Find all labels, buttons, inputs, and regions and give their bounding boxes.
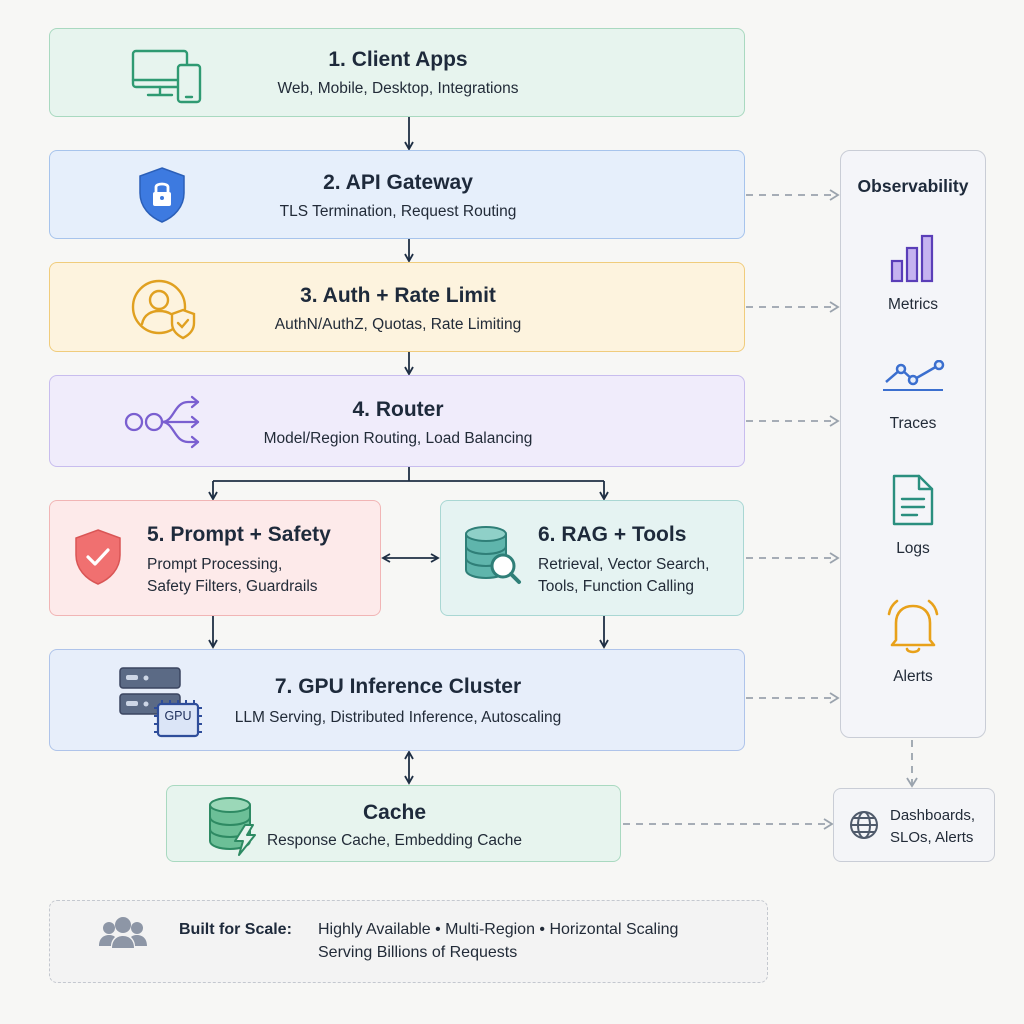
document-icon bbox=[891, 473, 935, 532]
footer-label: Built for Scale: bbox=[179, 921, 292, 938]
users-icon bbox=[98, 914, 148, 959]
cache-box: Cache Response Cache, Embedding Cache bbox=[166, 785, 621, 862]
prompt-safety-subtitle-2: Safety Filters, Guardrails bbox=[147, 578, 318, 595]
api-gateway-title: 2. API Gateway bbox=[323, 171, 473, 194]
arrow-router-split bbox=[213, 467, 604, 482]
shield-check-icon bbox=[72, 528, 124, 591]
client-apps-box: 1. Client Apps Web, Mobile, Desktop, Int… bbox=[49, 28, 745, 117]
prompt-safety-box: 5. Prompt + Safety Prompt Processing, Sa… bbox=[49, 500, 381, 616]
auth-rate-limit-title: 3. Auth + Rate Limit bbox=[300, 284, 496, 307]
rag-tools-subtitle-2: Tools, Function Calling bbox=[538, 578, 694, 595]
prompt-safety-title: 5. Prompt + Safety bbox=[147, 523, 331, 546]
footer-line-2: Serving Billions of Requests bbox=[318, 944, 518, 961]
devices-icon bbox=[130, 47, 204, 110]
bar-chart-icon bbox=[889, 233, 937, 288]
user-shield-icon bbox=[130, 277, 200, 346]
rag-tools-title: 6. RAG + Tools bbox=[538, 523, 687, 546]
gpu-chip-label: GPU bbox=[164, 709, 192, 723]
dashboards-box: Dashboards, SLOs, Alerts bbox=[833, 788, 995, 862]
rag-tools-subtitle-1: Retrieval, Vector Search, bbox=[538, 556, 710, 573]
client-apps-title: 1. Client Apps bbox=[328, 48, 468, 71]
gpu-cluster-title: 7. GPU Inference Cluster bbox=[274, 675, 522, 698]
api-gateway-subtitle: TLS Termination, Request Routing bbox=[279, 203, 517, 220]
dashboards-line-2: SLOs, Alerts bbox=[890, 829, 974, 846]
globe-icon bbox=[848, 809, 880, 846]
database-bolt-icon bbox=[207, 795, 265, 862]
router-subtitle: Model/Region Routing, Load Balancing bbox=[263, 430, 533, 447]
api-gateway-box: 2. API Gateway TLS Termination, Request … bbox=[49, 150, 745, 239]
prompt-safety-subtitle-1: Prompt Processing, bbox=[147, 556, 283, 573]
routing-icon bbox=[122, 394, 202, 455]
gpu-icon bbox=[116, 664, 206, 745]
footer-line-1: Highly Available • Multi-Region • Horizo… bbox=[318, 921, 679, 938]
rag-tools-box: 6. RAG + Tools Retrieval, Vector Search,… bbox=[440, 500, 744, 616]
cache-title: Cache bbox=[362, 801, 427, 824]
shield-lock-icon bbox=[136, 165, 188, 230]
obs-alerts-label: Alerts bbox=[893, 668, 933, 685]
observability-title: Observability bbox=[857, 176, 969, 196]
router-box: 4. Router Model/Region Routing, Load Bal… bbox=[49, 375, 745, 467]
dashboards-line-1: Dashboards, bbox=[890, 807, 976, 824]
gpu-cluster-subtitle: LLM Serving, Distributed Inference, Auto… bbox=[234, 709, 562, 726]
trace-line-icon bbox=[881, 359, 945, 399]
obs-metrics-label: Metrics bbox=[888, 296, 938, 313]
footer-box bbox=[49, 900, 768, 983]
bell-icon bbox=[882, 596, 944, 661]
obs-logs-label: Logs bbox=[896, 540, 930, 557]
cache-subtitle: Response Cache, Embedding Cache bbox=[266, 832, 523, 849]
obs-traces-label: Traces bbox=[889, 415, 937, 432]
gpu-cluster-box: GPU 7. GPU Inference Cluster LLM Serving… bbox=[49, 649, 745, 751]
router-title: 4. Router bbox=[352, 398, 444, 421]
auth-rate-limit-subtitle: AuthN/AuthZ, Quotas, Rate Limiting bbox=[274, 316, 522, 333]
database-search-icon bbox=[463, 524, 523, 591]
client-apps-subtitle: Web, Mobile, Desktop, Integrations bbox=[277, 80, 519, 97]
auth-rate-limit-box: 3. Auth + Rate Limit AuthN/AuthZ, Quotas… bbox=[49, 262, 745, 352]
